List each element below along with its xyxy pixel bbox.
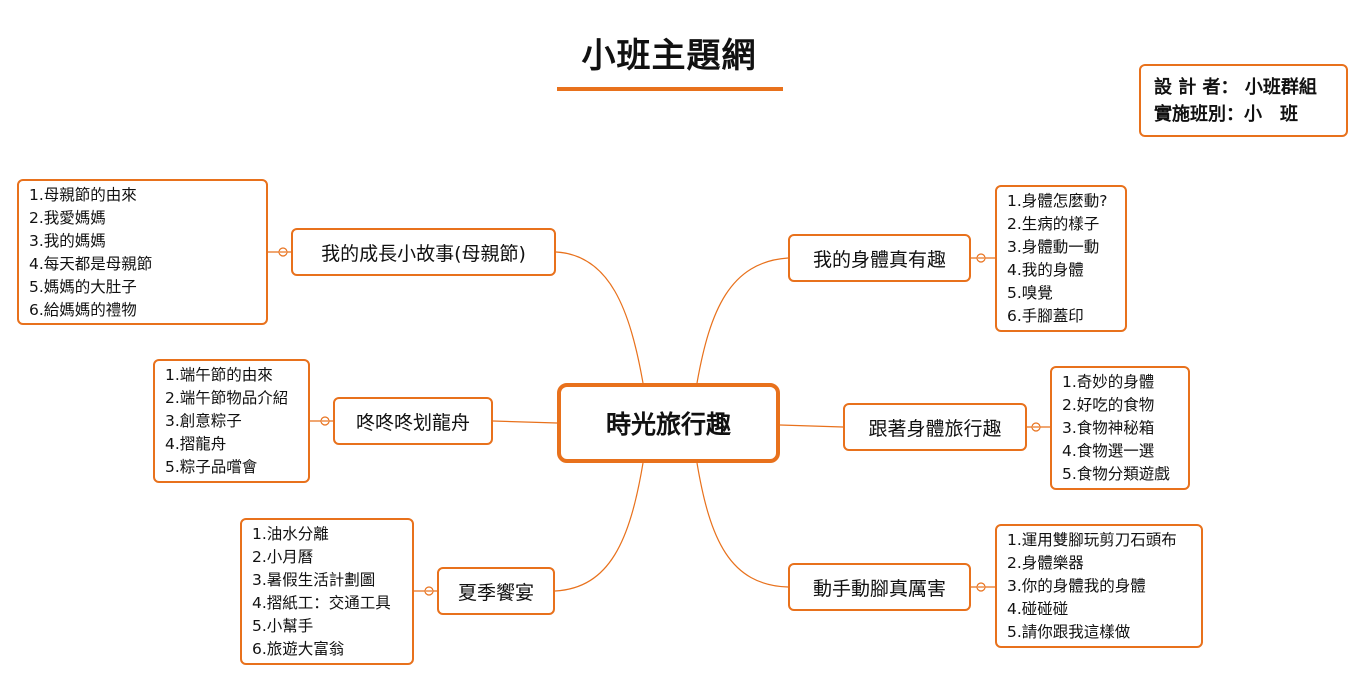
branch-list-6: 1.運用雙腳玩剪刀石頭布 2.身體樂器 3.你的身體我的身體 4.碰碰碰 5.請… bbox=[995, 524, 1203, 648]
branch-topic-6[interactable]: 動手動腳真厲害 bbox=[788, 563, 971, 611]
branch-list-2: 1.端午節的由來 2.端午節物品介紹 3.創意粽子 4.摺龍舟 5.粽子品嚐會 bbox=[153, 359, 310, 483]
list-item: 1.母親節的由來 bbox=[29, 186, 137, 204]
branch-list-5: 1.奇妙的身體 2.好吃的食物 3.食物神秘箱 4.食物選一選 5.食物分類遊戲 bbox=[1050, 366, 1190, 490]
list-item: 3.食物神秘箱 bbox=[1062, 419, 1155, 437]
list-item: 6.手腳蓋印 bbox=[1007, 307, 1084, 325]
list-item: 3.你的身體我的身體 bbox=[1007, 577, 1146, 595]
list-item: 3.身體動一動 bbox=[1007, 238, 1100, 256]
page-title: 小班主題網 bbox=[581, 36, 757, 76]
branch-topic-1[interactable]: 我的成長小故事(母親節) bbox=[291, 228, 556, 276]
link-center-to-branch-3 bbox=[554, 462, 644, 592]
link-center-to-branch-6 bbox=[696, 462, 789, 588]
link-center-to-branch-2 bbox=[492, 420, 558, 424]
list-item: 6.給媽媽的禮物 bbox=[29, 301, 137, 319]
branch-list-3: 1.油水分離 2.小月曆 3.暑假生活計劃圖 4.摺紙工：交通工具 5.小幫手 … bbox=[240, 518, 414, 665]
link-center-to-branch-1 bbox=[555, 251, 644, 384]
list-item: 3.暑假生活計劃圖 bbox=[252, 571, 376, 589]
branch-topic-3[interactable]: 夏季饗宴 bbox=[437, 567, 555, 615]
list-item: 4.碰碰碰 bbox=[1007, 600, 1069, 618]
list-item: 2.我愛媽媽 bbox=[29, 209, 106, 227]
link-center-to-branch-4 bbox=[696, 257, 789, 384]
list-item: 1.端午節的由來 bbox=[165, 366, 273, 384]
branch-list-4: 1.身體怎麼動? 2.生病的樣子 3.身體動一動 4.我的身體 5.嗅覺 6.手… bbox=[995, 185, 1127, 332]
link-center-to-branch-5 bbox=[779, 424, 844, 428]
list-item: 5.小幫手 bbox=[252, 617, 314, 635]
class-label: 實施班別： bbox=[1154, 104, 1244, 125]
list-item: 2.小月曆 bbox=[252, 548, 314, 566]
list-item: 5.嗅覺 bbox=[1007, 284, 1053, 302]
designer-value: 小班群組 bbox=[1244, 77, 1317, 98]
list-item: 1.身體怎麼動? bbox=[1007, 192, 1108, 210]
list-item: 3.創意粽子 bbox=[165, 412, 242, 430]
list-item: 3.我的媽媽 bbox=[29, 232, 106, 250]
list-item: 2.端午節物品介紹 bbox=[165, 389, 289, 407]
designer-label: 設 計 者： bbox=[1154, 77, 1239, 98]
list-item: 2.好吃的食物 bbox=[1062, 396, 1155, 414]
list-item: 4.摺紙工：交通工具 bbox=[252, 594, 391, 612]
list-item: 5.媽媽的大肚子 bbox=[29, 278, 137, 296]
designer-row: 設 計 者： 小班群組 bbox=[1154, 74, 1346, 101]
list-item: 4.摺龍舟 bbox=[165, 435, 227, 453]
list-item: 6.旅遊大富翁 bbox=[252, 640, 345, 658]
list-item: 4.我的身體 bbox=[1007, 261, 1084, 279]
list-item: 5.粽子品嚐會 bbox=[165, 458, 258, 476]
list-item: 4.食物選一選 bbox=[1062, 442, 1155, 460]
class-row: 實施班別：小 班 bbox=[1154, 101, 1346, 128]
list-item: 5.食物分類遊戲 bbox=[1062, 465, 1170, 483]
central-topic[interactable]: 時光旅行趣 bbox=[557, 383, 780, 463]
designer-info-box: 設 計 者： 小班群組 實施班別：小 班 bbox=[1139, 64, 1348, 137]
list-item: 1.運用雙腳玩剪刀石頭布 bbox=[1007, 531, 1177, 549]
title-underline bbox=[557, 87, 783, 91]
branch-list-1: 1.母親節的由來 2.我愛媽媽 3.我的媽媽 4.每天都是母親節 5.媽媽的大肚… bbox=[17, 179, 268, 325]
class-value: 小 班 bbox=[1244, 104, 1298, 125]
list-item: 1.奇妙的身體 bbox=[1062, 373, 1155, 391]
list-item: 5.請你跟我這樣做 bbox=[1007, 623, 1131, 641]
list-item: 4.每天都是母親節 bbox=[29, 255, 153, 273]
branch-topic-2[interactable]: 咚咚咚划龍舟 bbox=[333, 397, 493, 445]
branch-topic-5[interactable]: 跟著身體旅行趣 bbox=[843, 403, 1027, 451]
list-item: 1.油水分離 bbox=[252, 525, 329, 543]
branch-topic-4[interactable]: 我的身體真有趣 bbox=[788, 234, 971, 282]
list-item: 2.身體樂器 bbox=[1007, 554, 1084, 572]
list-item: 2.生病的樣子 bbox=[1007, 215, 1100, 233]
